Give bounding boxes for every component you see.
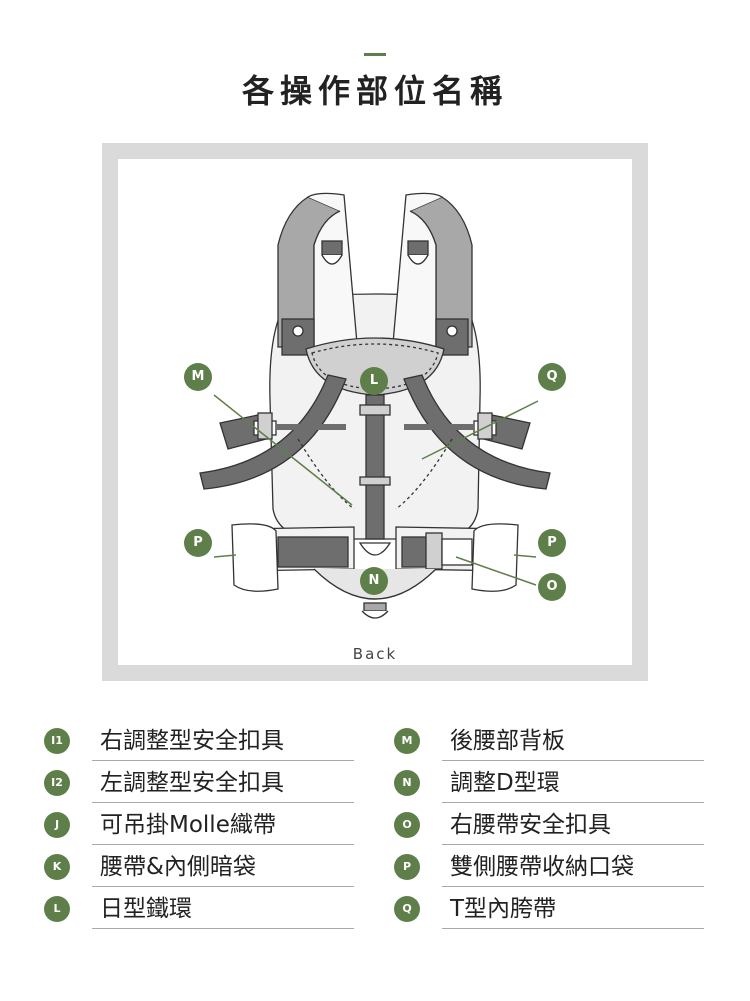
marker-m: M: [184, 363, 212, 391]
right-pocket: [471, 523, 519, 592]
legend-item-q: Q T型內胯帶: [394, 894, 714, 929]
view-label: Back: [352, 645, 398, 663]
marker-p-left: P: [184, 529, 212, 557]
legend-badge: I2: [44, 770, 70, 796]
legend-divider: [92, 886, 354, 887]
legend-label: 右調整型安全扣具: [100, 728, 284, 754]
legend-label: 調整D型環: [450, 770, 560, 796]
legend-divider: [92, 802, 354, 803]
legend-item-i1: I1 右調整型安全扣具: [44, 726, 364, 761]
legend-divider: [92, 928, 354, 929]
legend-label: 後腰部背板: [450, 728, 565, 754]
marker-n: N: [360, 567, 388, 595]
marker-o: O: [538, 573, 566, 601]
legend-label: 日型鐵環: [100, 896, 192, 922]
d-ring: [358, 542, 392, 556]
legend-badge: J: [44, 812, 70, 838]
legend-item-j: J 可吊掛Molle織帶: [44, 810, 364, 845]
marker-p-right: P: [538, 529, 566, 557]
legend-label: 腰帶&內側暗袋: [100, 854, 256, 880]
legend-divider: [442, 928, 704, 929]
legend-item-m: M 後腰部背板: [394, 726, 714, 761]
left-pocket: [231, 523, 279, 592]
legend-badge: M: [394, 728, 420, 754]
legend-label: 可吊掛Molle織帶: [100, 812, 276, 838]
legend-item-n: N 調整D型環: [394, 768, 714, 803]
legend-badge: P: [394, 854, 420, 880]
legend-divider: [442, 802, 704, 803]
legend-item-i2: I2 左調整型安全扣具: [44, 768, 364, 803]
carrier-back-illustration: [199, 192, 551, 619]
right-cross-strap: [403, 374, 551, 490]
legend-divider: [442, 844, 704, 845]
legend-divider: [92, 760, 354, 761]
legend-item-p: P 雙側腰帶收納口袋: [394, 852, 714, 887]
diagram-canvas: M L Q P P N O Back: [118, 159, 632, 665]
legend-badge: I1: [44, 728, 70, 754]
legend-badge: K: [44, 854, 70, 880]
legend-item-o: O 右腰帶安全扣具: [394, 810, 714, 845]
legend-label: 雙側腰帶收納口袋: [450, 854, 634, 880]
legend-item-l: L 日型鐵環: [44, 894, 364, 929]
legend-divider: [442, 886, 704, 887]
legend-label: 左調整型安全扣具: [100, 770, 284, 796]
marker-l: L: [360, 367, 388, 395]
legend-divider: [92, 844, 354, 845]
diagram-frame: M L Q P P N O Back: [102, 143, 648, 681]
title-accent-bar: [364, 53, 386, 56]
page-title: 各操作部位名稱: [241, 72, 508, 110]
center-strap: [365, 394, 385, 540]
legend-item-k: K 腰帶&內側暗袋: [44, 852, 364, 887]
legend-label: 右腰帶安全扣具: [450, 812, 611, 838]
legend-badge: O: [394, 812, 420, 838]
legend-divider: [442, 760, 704, 761]
left-cross-strap: [199, 374, 347, 490]
legend-badge: L: [44, 896, 70, 922]
legend-label: T型內胯帶: [450, 896, 557, 922]
legend-badge: N: [394, 770, 420, 796]
legend-badge: Q: [394, 896, 420, 922]
marker-q: Q: [538, 363, 566, 391]
